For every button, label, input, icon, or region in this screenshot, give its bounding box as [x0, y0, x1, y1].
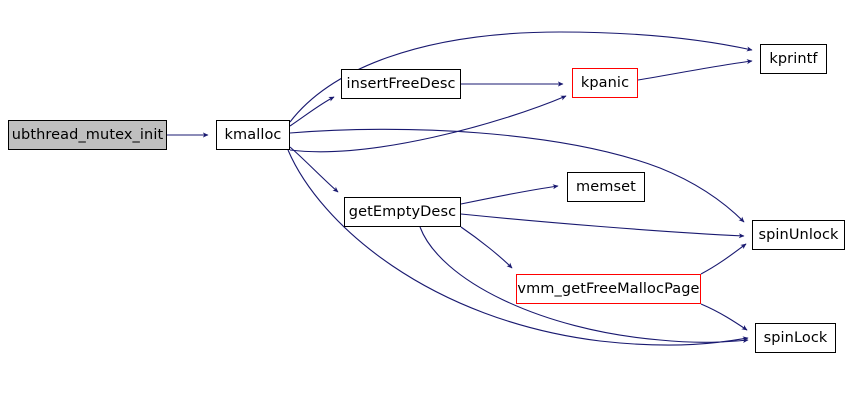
- graph-node-label: ubthread_mutex_init: [11, 126, 164, 143]
- graph-node-kpanic[interactable]: kpanic: [572, 68, 638, 98]
- edge-kpanic-to-kprintf: [637, 59, 753, 81]
- graph-node-label: insertFreeDesc: [346, 75, 456, 92]
- edge-vmm_getFreeMallocPage-to-spinLock: [700, 303, 748, 331]
- graph-node-label: kprintf: [769, 50, 818, 67]
- graph-node-label: spinLock: [763, 329, 828, 346]
- edge-kmalloc-to-kpanic: [289, 95, 567, 153]
- graph-node-label: kpanic: [580, 74, 630, 91]
- edge-vmm_getFreeMallocPage-to-spinUnlock: [700, 243, 747, 275]
- graph-node-kprintf[interactable]: kprintf: [760, 44, 827, 74]
- graph-node-label: spinUnlock: [758, 226, 839, 243]
- graph-node-ubthread_mutex_init[interactable]: ubthread_mutex_init: [8, 120, 167, 150]
- graph-node-spinUnlock[interactable]: spinUnlock: [752, 220, 845, 250]
- edge-kmalloc-to-spinUnlock: [289, 128, 745, 223]
- graph-node-label: memset: [576, 178, 636, 195]
- graph-node-insertFreeDesc[interactable]: insertFreeDesc: [341, 69, 461, 99]
- edge-kmalloc-to-spinLock: [287, 149, 749, 346]
- edge-getEmptyDesc-to-vmm_getFreeMallocPage: [460, 226, 513, 269]
- graph-node-spinLock[interactable]: spinLock: [755, 323, 836, 353]
- graph-node-label: kmalloc: [224, 126, 282, 143]
- graph-node-getEmptyDesc[interactable]: getEmptyDesc: [344, 197, 461, 227]
- graph-node-memset[interactable]: memset: [567, 172, 645, 202]
- graph-node-label: vmm_getFreeMallocPage: [517, 280, 700, 297]
- edge-kmalloc-to-insertFreeDesc: [289, 96, 335, 127]
- edge-kmalloc-to-kprintf: [289, 31, 753, 123]
- graph-node-vmm_getFreeMallocPage[interactable]: vmm_getFreeMallocPage: [516, 274, 701, 304]
- edge-getEmptyDesc-to-memset: [460, 184, 559, 205]
- edge-getEmptyDesc-to-spinLock: [419, 226, 749, 344]
- graph-node-kmalloc[interactable]: kmalloc: [216, 120, 290, 150]
- edge-getEmptyDesc-to-spinUnlock: [460, 213, 745, 239]
- graph-node-label: getEmptyDesc: [348, 203, 457, 220]
